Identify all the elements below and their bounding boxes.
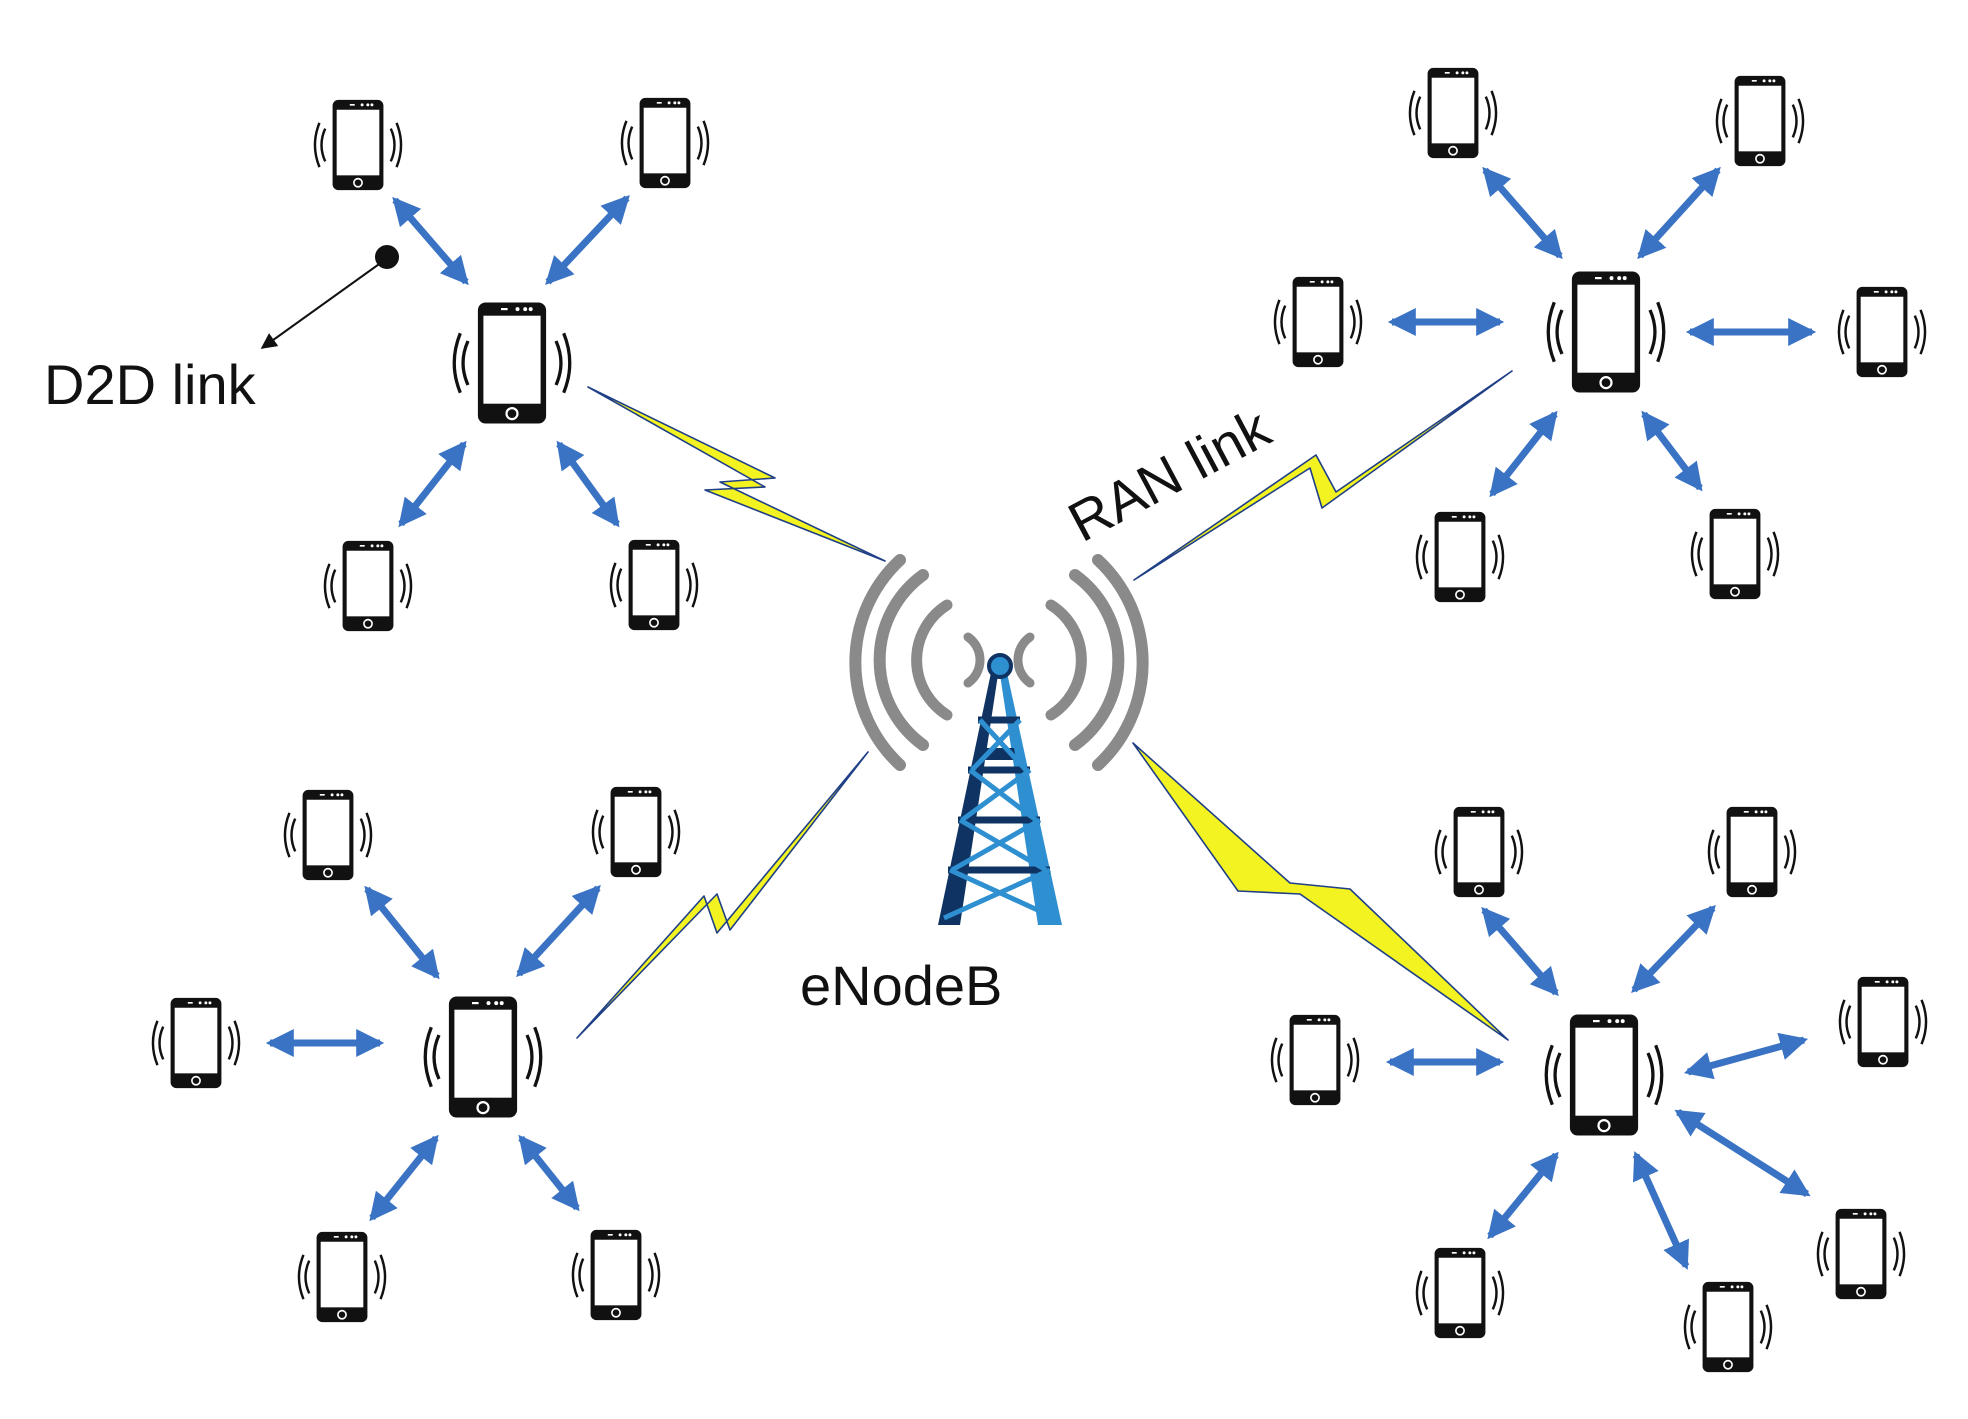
device-phone-top-left-3 [323, 539, 413, 633]
d2d-arrow-top-right-6 [1641, 410, 1703, 492]
ran-link-bolt-3 [576, 751, 869, 1039]
device-phone-bottom-left-5 [571, 1228, 661, 1322]
enodeb-label: eNodeB [800, 954, 1002, 1017]
cell-tower-icon [849, 554, 1149, 925]
d2d-arrow-top-left-3 [398, 440, 467, 528]
device-phone-top-right-3 [1273, 275, 1363, 369]
device-phone-top-right-1 [1408, 66, 1498, 160]
d2d-arrow-bottom-left-5 [518, 1134, 580, 1212]
device-phone-top-right-2 [1715, 74, 1805, 168]
device-phone-bottom-right-3 [1270, 1013, 1360, 1107]
device-phone-bottom-right-5 [1415, 1246, 1505, 1340]
d2d-arrow-top-right-2 [1637, 166, 1721, 260]
d2d-arrow-top-right-1 [1482, 166, 1563, 260]
device-phone-top-left-2 [620, 96, 710, 190]
device-phone-bottom-right-2 [1707, 805, 1797, 899]
d2d-arrow-top-left-4 [556, 440, 620, 528]
d2d-arrow-bottom-left-4 [369, 1134, 439, 1222]
device-phone-bottom-left-4 [297, 1230, 387, 1324]
device-phone-top-left-1 [313, 98, 403, 192]
d2d-link-label: D2D link [44, 353, 257, 416]
cluster-head-phone-top-left [452, 300, 572, 426]
device-phone-bottom-right-6 [1816, 1207, 1906, 1301]
device-phone-top-right-4 [1837, 285, 1927, 379]
d2d-arrow-bottom-right-4 [1683, 1032, 1809, 1080]
device-phone-bottom-right-7 [1683, 1280, 1773, 1374]
d2d-arrow-bottom-right-2 [1631, 904, 1716, 994]
ran-link-bolt-1 [587, 386, 886, 562]
d2d-arrow-bottom-left-2 [516, 884, 601, 978]
d2d-arrow-top-left-1 [392, 196, 469, 286]
ran-link-bolt-2 [1133, 370, 1513, 581]
d2d-arrow-bottom-left-1 [364, 885, 440, 980]
device-phone-bottom-left-1 [283, 788, 373, 882]
d2d-arrow-top-left-2 [545, 194, 630, 286]
device-phone-bottom-right-4 [1838, 975, 1928, 1069]
d2d-link-pointer [260, 245, 399, 349]
cluster-head-phone-top-right [1546, 269, 1666, 395]
ran-link-label: RAN link [1058, 395, 1281, 553]
d2d-arrow-bottom-right-5 [1487, 1151, 1559, 1240]
device-phone-bottom-left-2 [591, 785, 681, 879]
d2d-arrow-bottom-right-6 [1674, 1109, 1811, 1197]
device-phone-bottom-right-1 [1434, 805, 1524, 899]
signal-waves [849, 554, 1149, 771]
device-phone-bottom-left-3 [151, 996, 241, 1090]
device-phone-top-right-5 [1415, 510, 1505, 604]
d2d-arrow-top-right-5 [1489, 410, 1558, 498]
cluster-head-phone-bottom-left [423, 994, 543, 1120]
cluster-head-phone-bottom-right [1544, 1012, 1664, 1138]
device-phone-top-left-4 [609, 538, 699, 632]
d2d-arrow-bottom-right-7 [1632, 1151, 1690, 1270]
ran-link-bolt-4 [1132, 742, 1509, 1041]
device-phone-top-right-6 [1690, 507, 1780, 601]
d2d-arrow-bottom-right-1 [1481, 906, 1559, 997]
